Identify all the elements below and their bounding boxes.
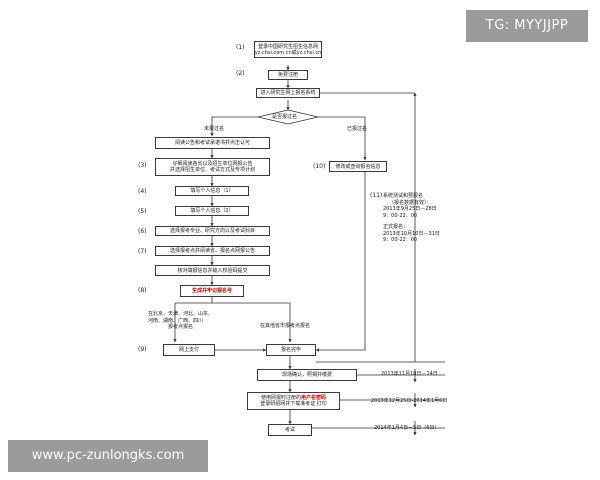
schedule-line: 2013年9月25日－28日 — [383, 206, 437, 212]
enter-system-box: 进入研究生网上报名系统 — [256, 88, 320, 98]
schedule-line: 系统测试和预报名 — [383, 193, 424, 199]
exam-label: 考试 — [284, 427, 295, 433]
read-school-line2: 并选择招生单位、考试方式及专项计划 — [169, 167, 255, 173]
print-box: 使用网报时注册的用户名密码 登录研招网并下载准考证 打印 — [247, 392, 340, 410]
info2-box: 填写个人信息（2） — [175, 206, 249, 216]
done-label: 报名完毕 — [280, 347, 301, 353]
enter-system-label: 进入研究生网上报名系统 — [260, 90, 316, 96]
print-date: 2013年12月25日-2014年1月6日 — [371, 398, 448, 404]
decision-diamond — [257, 109, 319, 125]
step-number: (1) — [236, 44, 245, 51]
print-line1-a: 使用网报时注册的 — [260, 395, 301, 401]
read-school-box: 仔细阅读各省以及招生单位网报公告 并选择招生单位、考试方式及专项计划 — [155, 158, 270, 176]
print-line1-b: 用户名密码 — [301, 395, 327, 401]
schedule-line: 9：00-22：00 — [383, 237, 418, 243]
step-number: (2) — [236, 70, 245, 77]
read-notice-label: 阅读公告和考试承诺书并点击认可 — [174, 140, 250, 146]
tg-watermark: TG: MYYJJPP — [466, 10, 588, 42]
login-line1: 登录中国研究生招生信息网 — [257, 43, 318, 50]
gen-number-box: 生成并牢记报名号 — [180, 285, 244, 297]
pay-box: 网上支付 — [163, 344, 215, 356]
exam-date: 2014年1月4日－5日（6日） — [374, 425, 440, 431]
schedule-line: 9：00-22：00 — [383, 212, 418, 219]
step-number: (4) — [138, 188, 147, 195]
read-notice-box: 阅读公告和考试承诺书并点击认可 — [155, 137, 270, 149]
print-line1: 使用网报时注册的用户名密码 — [261, 395, 326, 401]
not-registered-label: 未报过名 — [204, 126, 225, 132]
confirm-date: 2013年11月10日－14日 — [381, 371, 438, 377]
done-box: 报名完毕 — [266, 344, 316, 356]
verify-label: 核对填报信息并输入校验码提交 — [177, 267, 248, 274]
info2-label: 填写个人信息（2） — [190, 208, 234, 214]
step-number: (10) — [313, 163, 326, 170]
step-number: (3) — [138, 162, 147, 169]
schedule-line: 正式报名： — [383, 224, 409, 230]
provinces-label: 在北京、天津、河北、山东、 河南、湖南、广西、四川 报考点报名 — [148, 311, 213, 331]
schedule-text: 系统测试和预报名 （报名数据有效）： 2013年9月25日－28日 9：00-2… — [383, 193, 440, 244]
step-number: (11) — [370, 192, 383, 199]
register-label: 免费注册 — [277, 72, 298, 78]
site-watermark: www.pc-zunlongks.com — [8, 440, 208, 472]
info1-label: 填写个人信息（1） — [190, 188, 234, 194]
confirm-box: 现场确认，照相并缴费 — [257, 369, 357, 381]
schedule-line: 2013年10月10日－31日 — [383, 230, 440, 237]
already-registered-label: 已报过名 — [347, 126, 368, 132]
verify-box: 核对填报信息并输入校验码提交 — [155, 265, 270, 276]
step-number: (8) — [138, 287, 147, 294]
modify-box: 修改或查询报名信息 — [329, 161, 387, 172]
schedule-line: （报名数据有效）： — [389, 199, 432, 206]
step-number: (7) — [138, 248, 147, 255]
read-school-line1: 仔细阅读各省以及招生单位网报公告 — [172, 161, 253, 167]
other-provinces-label: 在其他省市报考点报名 — [260, 323, 311, 329]
login-line2: yz.chsi.com.cn或yz.chsi.cn — [254, 49, 322, 56]
provinces-line: 在北京、天津、河北、山东、 — [148, 311, 214, 317]
confirm-label: 现场确认，照相并缴费 — [281, 372, 332, 378]
choose-major-label: 选择报考专业、研究方向以及考试科目 — [169, 228, 255, 234]
choose-major-box: 选择报考专业、研究方向以及考试科目 — [155, 226, 270, 236]
gen-number-label: 生成并牢记报名号 — [191, 288, 232, 294]
step-number: (9) — [138, 346, 147, 353]
provinces-line: 河南、湖南、广西、四川 — [148, 317, 204, 324]
exam-box: 考试 — [268, 424, 312, 436]
print-line2: 登录研招网并下载准考证 打印 — [260, 401, 327, 407]
decision-label: 是否报过名 — [272, 114, 298, 120]
login-box: 登录中国研究生招生信息网 yz.chsi.com.cn或yz.chsi.cn — [254, 41, 322, 58]
choose-site-box: 选择报考点并阅读省、报名点网报公告 — [155, 246, 270, 256]
pay-label: 网上支付 — [178, 347, 199, 353]
step-number: (5) — [138, 208, 147, 215]
modify-label: 修改或查询报名信息 — [335, 163, 381, 170]
choose-site-label: 选择报考点并阅读省、报名点网报公告 — [169, 248, 255, 254]
provinces-line: 报考点报名 — [168, 324, 194, 330]
register-box: 免费注册 — [268, 70, 308, 80]
info1-box: 填写个人信息（1） — [175, 186, 249, 196]
step-number: (6) — [138, 228, 147, 235]
